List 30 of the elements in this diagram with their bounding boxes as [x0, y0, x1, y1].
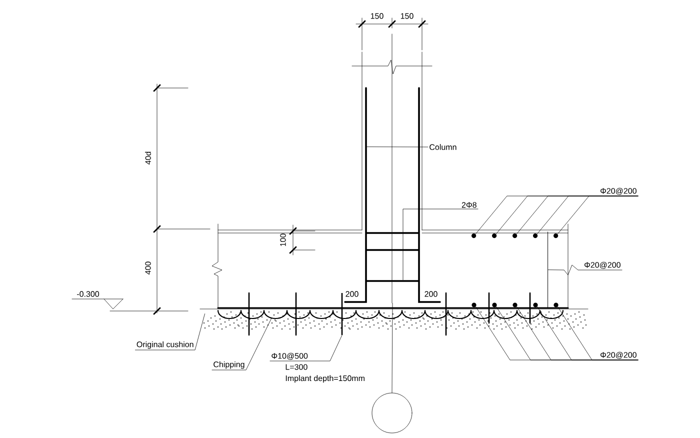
- leader-text: Column: [430, 144, 456, 150]
- leader-text: Φ20@200: [600, 188, 636, 195]
- dimension-label: 200: [424, 291, 438, 297]
- dimension-label: 200: [346, 291, 358, 297]
- dimension-label: 150: [400, 13, 414, 19]
- elevation-label: -0.300: [77, 291, 100, 297]
- dimension-label: 150: [370, 13, 384, 19]
- leader-line: [212, 318, 272, 370]
- leader-line: [402, 208, 478, 280]
- dimension-label: 400: [145, 262, 151, 274]
- leader-line: [135, 314, 205, 350]
- note-text: L=300: [286, 364, 308, 370]
- dimension-label: 100: [280, 234, 286, 246]
- ground-drawing: [200, 292, 588, 336]
- leader-text: Chipping: [214, 361, 244, 369]
- leader-line: [557, 196, 638, 234]
- axis-circle: [372, 392, 412, 434]
- slab-drawing: [212, 224, 569, 309]
- scallop-line: [217, 310, 564, 320]
- dimension-label: 40d: [145, 152, 151, 164]
- leader-text: 2Φ8: [462, 202, 476, 208]
- leader-line: [558, 306, 638, 360]
- leader-line: [548, 264, 622, 276]
- leader-line: [366, 146, 428, 148]
- axis-line: [392, 303, 393, 393]
- leader-text: Φ20@200: [584, 262, 620, 269]
- leader-text: Original cushion: [136, 341, 194, 349]
- note-text: Implant depth=150mm: [286, 375, 364, 383]
- leader-text: Φ20@200: [600, 352, 636, 359]
- leader-text: Φ10@500: [272, 352, 308, 360]
